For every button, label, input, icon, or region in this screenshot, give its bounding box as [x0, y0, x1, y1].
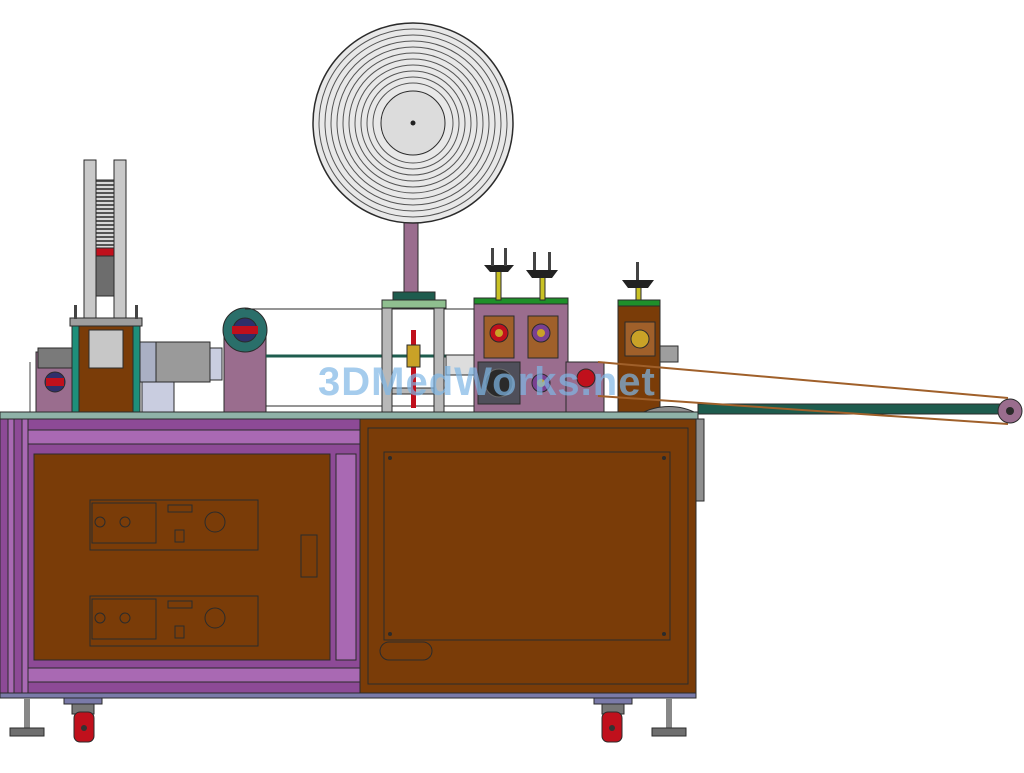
- pulley-icon: [222, 307, 268, 415]
- straightener-block: [473, 297, 605, 415]
- stack-tower: [69, 159, 143, 327]
- feeder-unit: [617, 299, 699, 415]
- left-head-unit: [29, 325, 141, 415]
- caster-wheel-icon: [63, 697, 633, 743]
- reel-spool-icon: [312, 22, 514, 301]
- right-cabinet: [359, 418, 705, 694]
- leveling-foot-icon: [9, 698, 687, 737]
- base-rail: [0, 692, 697, 699]
- motor-icon: [139, 341, 223, 415]
- drive-belt: [245, 308, 480, 407]
- left-cabinet: [0, 418, 361, 694]
- t-handle-knob-icon: [484, 248, 654, 303]
- table-top: [0, 411, 699, 420]
- conveyor-arm: [597, 361, 1023, 425]
